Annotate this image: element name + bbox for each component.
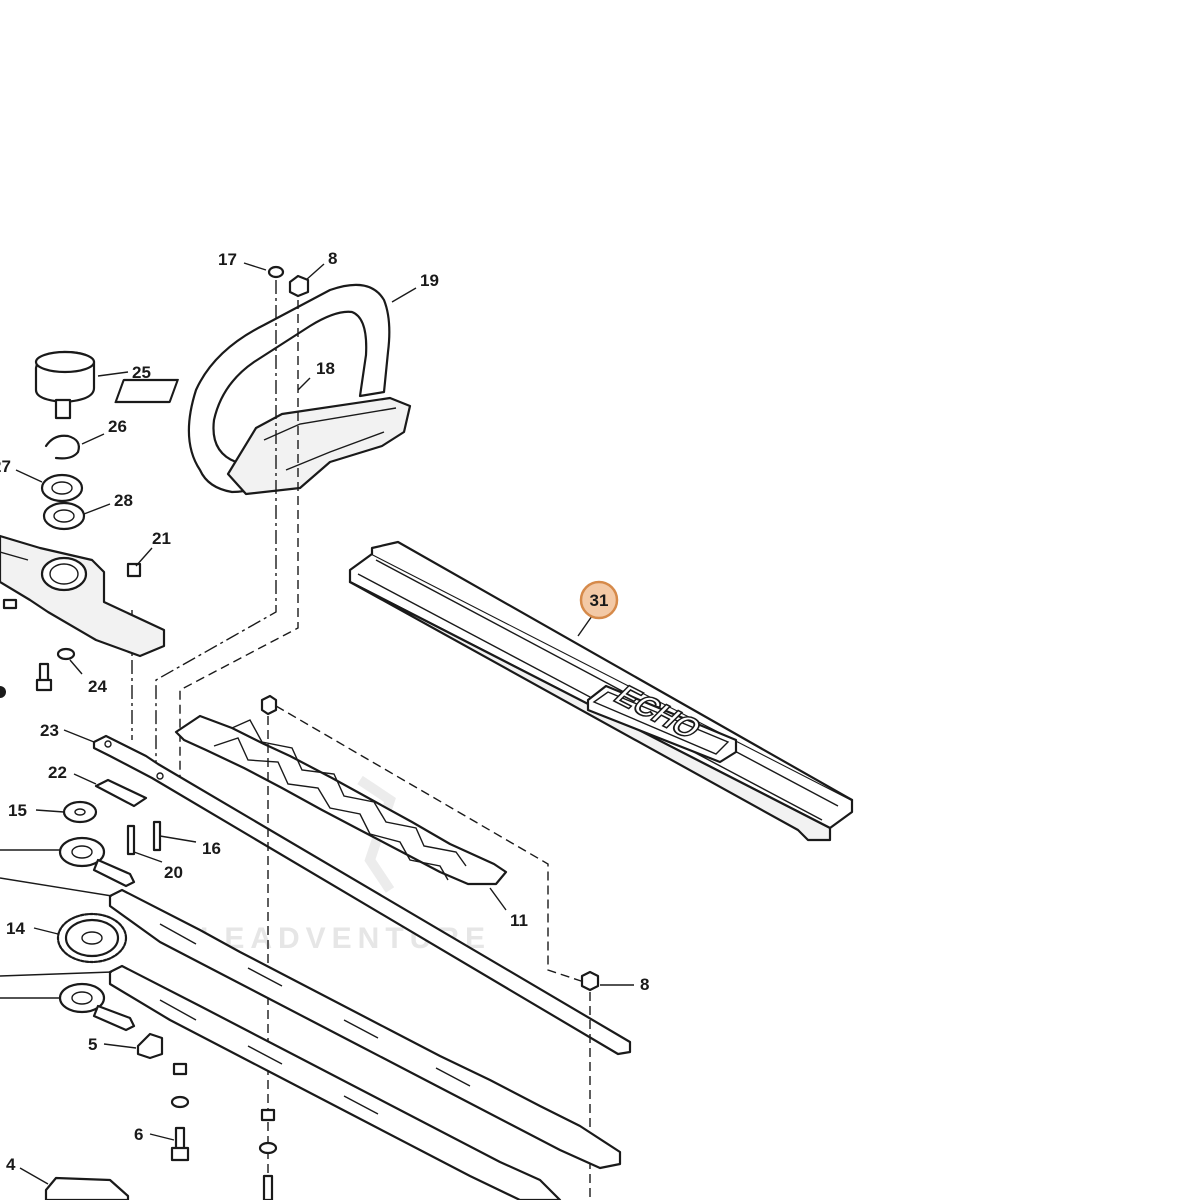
part-16-bolt[interactable]: [152, 820, 162, 852]
svg-text:31: 31: [590, 591, 609, 610]
callout-22: 22: [48, 763, 67, 782]
svg-text:14: 14: [6, 919, 25, 938]
part-8-nut-top[interactable]: [288, 274, 310, 298]
callout-16: 16: [202, 839, 221, 858]
callout-28: 28: [114, 491, 133, 510]
callout-27: 27: [0, 457, 11, 476]
callout-26: 26: [108, 417, 127, 436]
svg-text:16: 16: [202, 839, 221, 858]
callout-24: 24: [88, 677, 107, 696]
svg-text:22: 22: [48, 763, 67, 782]
svg-text:26: 26: [108, 417, 127, 436]
bullet-marker: [0, 686, 6, 698]
part-21-nut[interactable]: [126, 562, 142, 578]
part-14-gear[interactable]: [56, 912, 128, 964]
callout-19: 19: [420, 271, 439, 290]
callout-4: 4: [6, 1155, 16, 1174]
part-4-cover[interactable]: [44, 1176, 130, 1200]
svg-text:23: 23: [40, 721, 59, 740]
part-6-bolt[interactable]: [170, 1126, 190, 1162]
svg-text:8: 8: [328, 249, 337, 268]
spacer-2[interactable]: [260, 1108, 276, 1122]
svg-text:21: 21: [152, 529, 171, 548]
lower-blade-upper[interactable]: [108, 888, 622, 1170]
part-17-nut[interactable]: [267, 265, 285, 279]
svg-text:5: 5: [88, 1035, 97, 1054]
callout-6: 6: [134, 1125, 143, 1144]
part-19-handle[interactable]: [114, 283, 412, 496]
bolt-bottom[interactable]: [262, 1174, 274, 1200]
svg-text:4: 4: [6, 1155, 16, 1174]
svg-text:6: 6: [134, 1125, 143, 1144]
part-22-plate[interactable]: [94, 778, 148, 808]
part-8-nut-bottom[interactable]: [580, 970, 600, 992]
svg-text:28: 28: [114, 491, 133, 510]
part-24-washer[interactable]: [56, 647, 76, 661]
part-15-washer[interactable]: [62, 800, 98, 824]
part-27-bearing[interactable]: [40, 473, 84, 503]
callout-23: 23: [40, 721, 59, 740]
blade-nut-top[interactable]: [260, 694, 278, 716]
crank-arm-upper[interactable]: [58, 836, 136, 888]
svg-text:15: 15: [8, 801, 27, 820]
callout-14: 14: [6, 919, 25, 938]
callout-8-top: 8: [328, 249, 337, 268]
callout-17: 17: [218, 250, 237, 269]
assembly-line-1: [155, 280, 277, 770]
gear-housing[interactable]: [0, 534, 166, 658]
callout-20: 20: [164, 863, 183, 882]
part-20-bolt[interactable]: [126, 824, 136, 856]
part-11-upper-blade[interactable]: [174, 714, 508, 886]
part-5-bracket[interactable]: [136, 1032, 164, 1060]
callout-18: 18: [316, 359, 335, 378]
svg-text:8: 8: [640, 975, 649, 994]
callout-21: 21: [152, 529, 171, 548]
part-25-drive-cup[interactable]: [34, 350, 96, 420]
blade-assembly-line-2: [275, 705, 585, 983]
svg-text:20: 20: [164, 863, 183, 882]
lower-blade-lower[interactable]: [108, 964, 562, 1200]
leader-lines: [0, 262, 634, 1185]
callout-15: 15: [8, 801, 27, 820]
svg-text:17: 17: [218, 250, 237, 269]
callout-5: 5: [88, 1035, 97, 1054]
svg-text:27: 27: [0, 457, 11, 476]
svg-text:25: 25: [132, 363, 151, 382]
callout-31-highlight[interactable]: 31: [579, 580, 619, 620]
callout-8-bottom: 8: [640, 975, 649, 994]
svg-text:18: 18: [316, 359, 335, 378]
washer-small-2[interactable]: [258, 1141, 278, 1155]
svg-text:11: 11: [510, 911, 528, 930]
bolt[interactable]: [35, 662, 53, 692]
washer-small-1[interactable]: [170, 1095, 190, 1109]
spacer-1[interactable]: [172, 1062, 188, 1076]
callout-25: 25: [132, 363, 151, 382]
part-31-blade-cover[interactable]: ECHO: [348, 540, 854, 842]
callout-11: 11: [510, 911, 528, 930]
part-26-circlip[interactable]: [44, 434, 80, 460]
part-28-bearing[interactable]: [42, 501, 86, 531]
svg-text:19: 19: [420, 271, 439, 290]
part-23-connecting-bar[interactable]: [92, 734, 632, 1056]
crank-arm-lower[interactable]: [58, 982, 136, 1032]
svg-text:24: 24: [88, 677, 107, 696]
grease-nipple[interactable]: [2, 598, 18, 610]
